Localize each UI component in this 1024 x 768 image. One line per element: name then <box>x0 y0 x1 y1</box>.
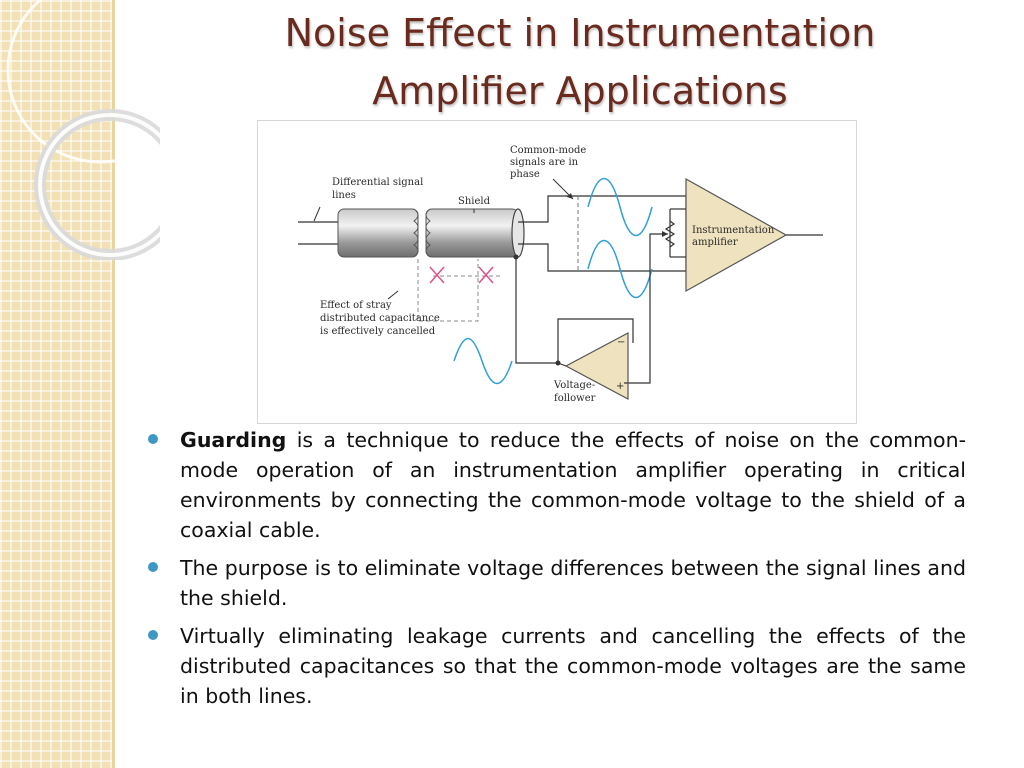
coaxial-cable <box>337 208 525 258</box>
label-stray-2: distributed capacitance <box>320 313 440 324</box>
bullet-bold-term: Guarding <box>180 428 287 452</box>
label-common-mode-2: signals are in <box>510 157 579 168</box>
voltage-follower <box>557 332 629 400</box>
bullet-list: Guarding is a technique to reduce the ef… <box>148 425 966 719</box>
page-title: Noise Effect in Instrumentation Amplifie… <box>170 4 990 120</box>
bullet-dot-icon <box>148 434 158 444</box>
follower-plus-sign: + <box>616 381 624 392</box>
bullet-item: Virtually eliminating leakage currents a… <box>148 621 966 711</box>
label-differential-1: Differential signal <box>332 177 423 188</box>
sine-wave-top <box>587 177 653 237</box>
label-follower-2: follower <box>554 393 596 404</box>
decorative-side-strip <box>0 0 112 768</box>
guarding-circuit-diagram: − + Common-mode signals are in phase Dif… <box>257 120 857 424</box>
label-stray-1: Effect of stray <box>320 300 392 311</box>
label-stray-3: is effectively cancelled <box>320 326 436 337</box>
stray-capacitance-marks <box>429 266 494 284</box>
side-strip-edge <box>112 0 115 768</box>
bullet-item: The purpose is to eliminate voltage diff… <box>148 553 966 613</box>
bullet-item: Guarding is a technique to reduce the ef… <box>148 425 966 545</box>
bullet-text: The purpose is to eliminate voltage diff… <box>180 556 966 610</box>
label-amplifier-2: amplifier <box>692 237 738 248</box>
sine-wave-follower <box>453 338 513 384</box>
decorative-rings <box>6 0 160 260</box>
label-common-mode-1: Common-mode <box>510 145 586 156</box>
title-line-2: Amplifier Applications <box>372 69 788 113</box>
label-common-mode-3: phase <box>510 169 540 180</box>
instrumentation-amplifier <box>662 177 823 293</box>
bullet-text: Virtually eliminating leakage currents a… <box>180 624 966 708</box>
bullet-dot-icon <box>148 630 158 640</box>
follower-minus-sign: − <box>617 337 625 348</box>
label-follower-1: Voltage- <box>553 380 595 391</box>
label-differential-2: lines <box>332 190 356 201</box>
title-line-1: Noise Effect in Instrumentation <box>284 11 876 55</box>
bullet-dot-icon <box>148 562 158 572</box>
label-shield: Shield <box>458 196 491 207</box>
bullet-text: is a technique to reduce the effects of … <box>180 428 966 542</box>
label-amplifier-1: Instrumentation <box>692 225 775 236</box>
sine-wave-bottom <box>587 239 653 299</box>
